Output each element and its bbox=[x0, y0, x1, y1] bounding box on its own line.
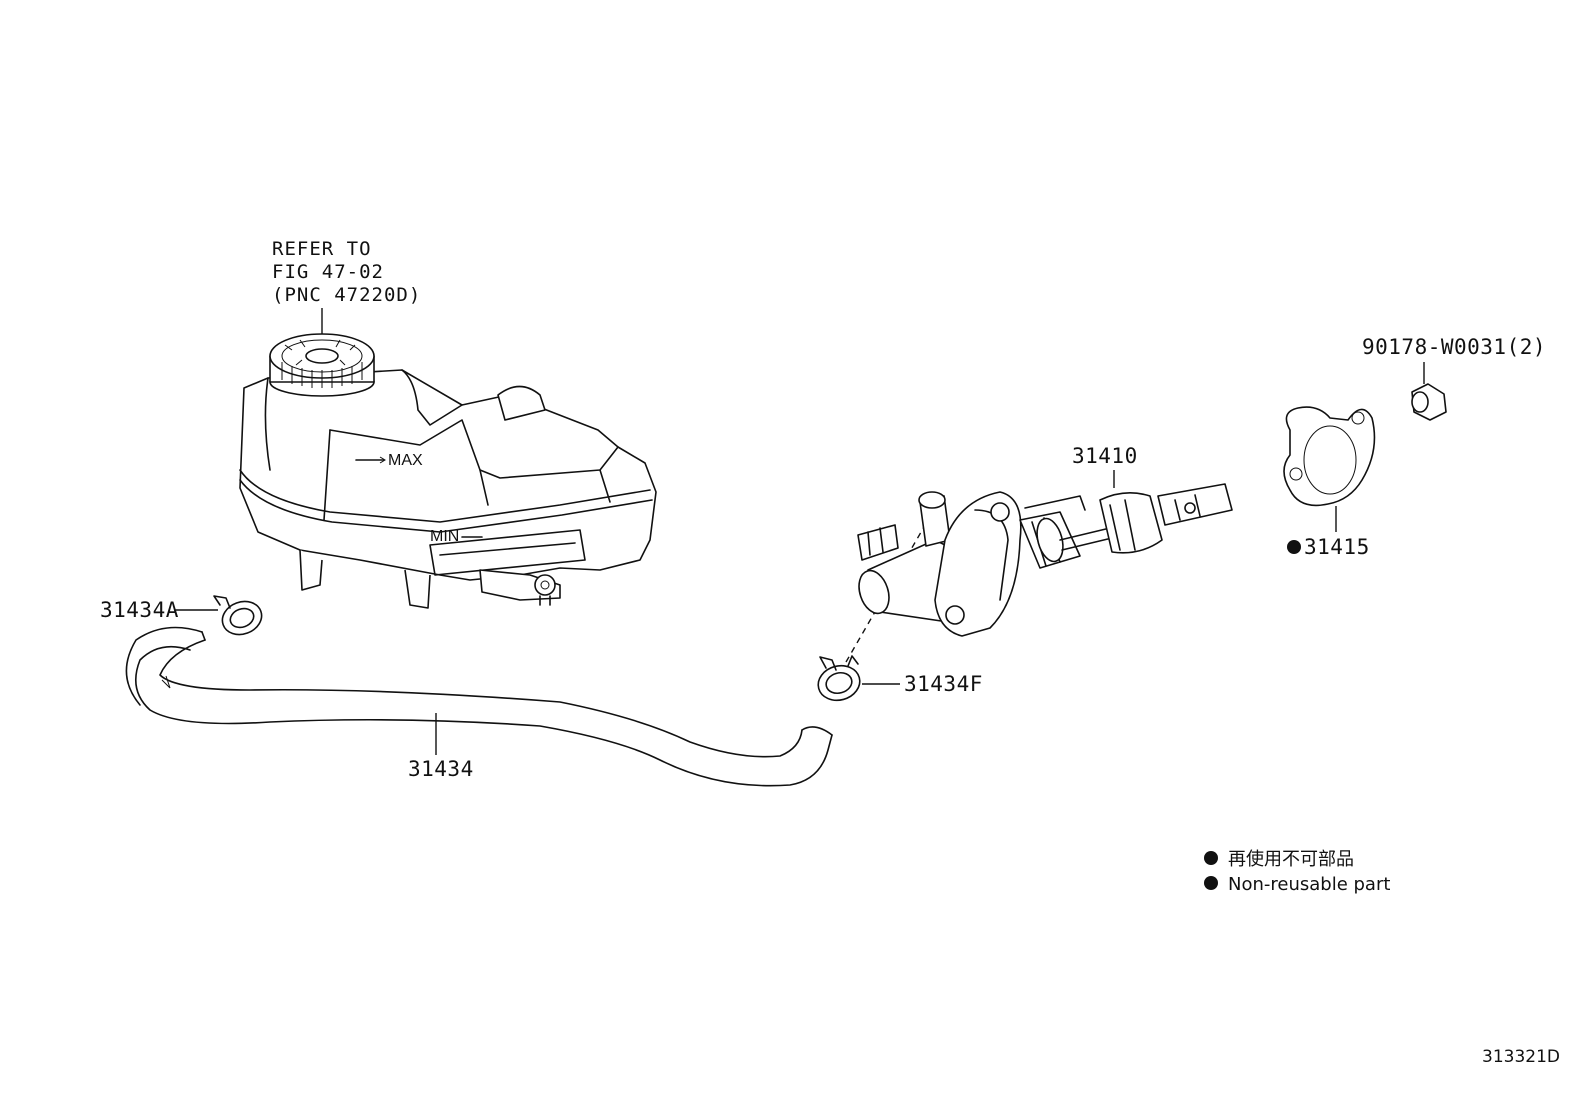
label-31415[interactable]: 31415 bbox=[1304, 535, 1370, 559]
cap-knurling bbox=[281, 362, 363, 388]
clip-31434F-tab bbox=[819, 655, 859, 671]
reference-note-line1: REFER TO bbox=[272, 238, 372, 260]
max-level-mark: MAX bbox=[388, 452, 423, 469]
label-31434F[interactable]: 31434F bbox=[904, 672, 983, 696]
flange-bolt-hole-lower bbox=[945, 605, 965, 625]
brake-fluid-reservoir: MAX MIN bbox=[239, 369, 657, 609]
illustration-id: 313321D bbox=[1482, 1047, 1560, 1067]
min-level-mark: MIN bbox=[430, 528, 459, 545]
gasket-bolt-hole-lower bbox=[1289, 467, 1303, 481]
reference-note-line2: FIG 47-02 bbox=[272, 261, 384, 283]
hose-outline-lower bbox=[134, 645, 833, 787]
label-90178-W0031[interactable]: 90178-W0031(2) bbox=[1362, 335, 1546, 359]
cylinder-left-bracket bbox=[857, 524, 899, 561]
flange-bolt-hole-upper bbox=[990, 502, 1010, 522]
reservoir-cap bbox=[269, 333, 375, 397]
reservoir-seam bbox=[239, 469, 651, 523]
legend-dot-japanese bbox=[1204, 851, 1218, 865]
reservoir-rear-tab bbox=[497, 385, 546, 421]
gasket-31415: 31415 bbox=[1283, 406, 1376, 559]
cylinder-rod-guide bbox=[1024, 495, 1086, 511]
pushrod bbox=[1059, 527, 1113, 551]
pushrod-boot bbox=[1099, 492, 1163, 554]
clip-31434A-tab bbox=[213, 595, 231, 609]
hose-outline-upper bbox=[159, 639, 803, 758]
pushrod-clevis bbox=[1157, 483, 1233, 526]
hose-end bbox=[801, 726, 833, 736]
clutch-master-cylinder-31410: 31410 bbox=[857, 444, 1233, 637]
reference-note-line3: (PNC 47220D) bbox=[272, 284, 421, 306]
label-31434[interactable]: 31434 bbox=[408, 757, 474, 781]
nut-hole bbox=[1411, 391, 1429, 413]
reservoir-body bbox=[239, 369, 657, 581]
gasket-bolt-hole-upper bbox=[1351, 411, 1365, 425]
legend-dot-english bbox=[1204, 876, 1218, 890]
reservoir-hose-31434: 31434 bbox=[125, 626, 833, 787]
gasket-center-hole bbox=[1303, 425, 1357, 495]
reservoir-mount-left bbox=[299, 549, 323, 591]
clevis-pin-hole bbox=[1184, 502, 1196, 514]
gasket-outline bbox=[1283, 406, 1376, 507]
non-reusable-marker-31415 bbox=[1287, 540, 1301, 554]
label-31410[interactable]: 31410 bbox=[1072, 444, 1138, 468]
reservoir-outlet-port bbox=[534, 574, 556, 596]
legend: 再使用不可部品 Non-reusable part bbox=[1204, 849, 1390, 895]
reservoir-mount-center bbox=[404, 569, 431, 609]
legend-english-text: Non-reusable part bbox=[1228, 874, 1390, 895]
cylinder-barrel-end bbox=[858, 569, 890, 615]
hose-clip-31434A: 31434A bbox=[100, 595, 263, 636]
label-31434A[interactable]: 31434A bbox=[100, 598, 179, 622]
cap-center bbox=[305, 348, 339, 364]
nut-90178-W0031: 90178-W0031(2) bbox=[1362, 335, 1546, 421]
reference-note: REFER TO FIG 47-02 (PNC 47220D) bbox=[272, 238, 421, 338]
legend-japanese-text: 再使用不可部品 bbox=[1228, 849, 1354, 870]
